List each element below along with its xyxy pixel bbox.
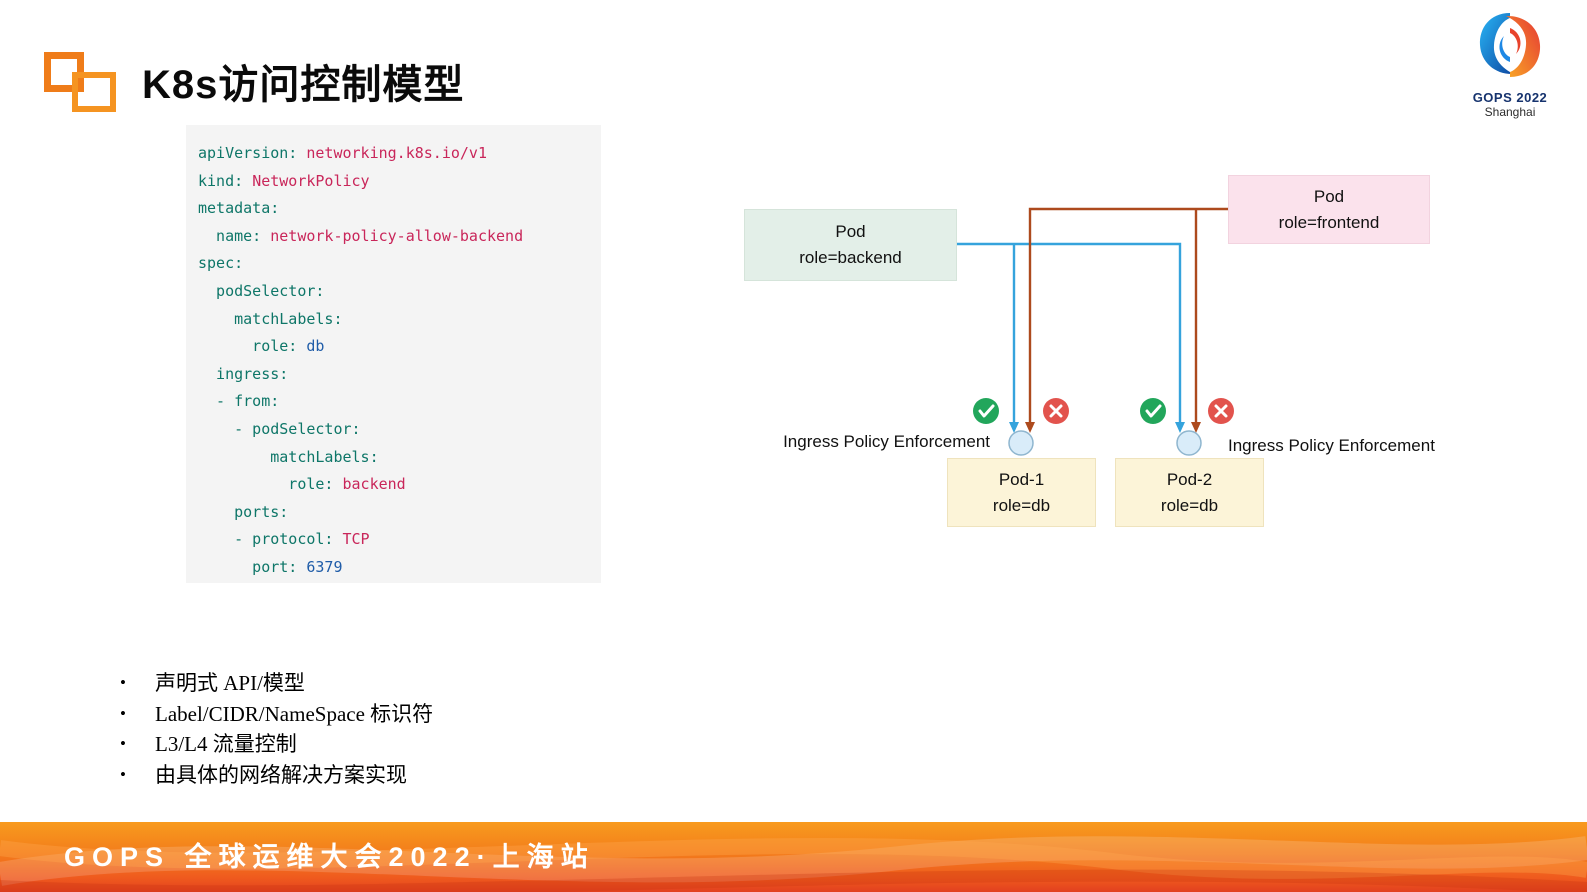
code-line: port: 6379	[198, 557, 343, 576]
code-line: metadata:	[198, 199, 280, 218]
gops-logo: GOPS 2022 Shanghai	[1458, 6, 1562, 119]
code-line: ingress:	[198, 364, 289, 383]
pod-2-box: Pod-2 role=db	[1115, 458, 1264, 527]
pod-role: role=backend	[799, 248, 902, 267]
pod-role: role=db	[992, 495, 1051, 515]
code-line: role: db	[198, 337, 325, 356]
pod-name: Pod-2	[1166, 469, 1213, 489]
enforcement-point-icon	[1176, 430, 1202, 456]
footer-wave-pattern	[0, 836, 1587, 892]
code-line: - protocol: TCP	[198, 530, 370, 549]
code-line: name: network-policy-allow-backend	[198, 226, 524, 245]
backend-flow-lines	[957, 242, 1185, 433]
footer-bar: GOPS 全球运维大会2022·上海站	[0, 822, 1587, 892]
enforcement-point-icon	[1008, 430, 1034, 456]
code-line: - from:	[198, 392, 280, 411]
deny-x-icon	[1208, 398, 1234, 424]
pod-1-box: Pod-1 role=db	[947, 458, 1096, 527]
gops-swirl-icon	[1479, 13, 1541, 78]
pod-name: Pod	[835, 222, 866, 241]
code-line: matchLabels:	[198, 309, 343, 328]
ingress-enforcement-label-left: Ingress Policy Enforcement	[783, 432, 990, 451]
pod-backend-box: Pod role=backend	[744, 209, 957, 281]
code-line: podSelector:	[198, 281, 325, 300]
logo-subtitle: Shanghai	[1484, 105, 1536, 119]
code-line: spec:	[198, 254, 244, 273]
code-line: matchLabels:	[198, 447, 379, 466]
pod-role: role=frontend	[1278, 212, 1380, 232]
yaml-code-block: apiVersion: networking.k8s.io/v1 kind: Ne…	[186, 125, 601, 583]
allow-check-icon	[1140, 398, 1166, 424]
page-title: K8s访问控制模型	[142, 63, 465, 107]
code-line: - podSelector:	[198, 419, 361, 438]
bullet-item: Label/CIDR/NameSpace 标识符	[118, 699, 433, 730]
code-line: ports:	[198, 502, 289, 521]
code-line: apiVersion: networking.k8s.io/v1	[198, 144, 487, 162]
allow-check-icon	[973, 398, 999, 424]
pod-role: role=db	[1160, 495, 1219, 515]
frontend-flow-lines	[1025, 207, 1228, 433]
footer-text: GOPS 全球运维大会2022·上海站	[64, 842, 595, 872]
ingress-enforcement-label-right: Ingress Policy Enforcement	[1228, 436, 1435, 455]
code-line: kind: NetworkPolicy	[198, 171, 370, 190]
overlapping-squares-icon	[44, 48, 122, 114]
pod-name: Pod-1	[998, 469, 1045, 489]
deny-x-icon	[1043, 398, 1069, 424]
bullet-item: 声明式 API/模型	[118, 668, 433, 699]
network-policy-diagram: Pod role=backend Pod role=frontend Pod-1…	[720, 130, 1480, 550]
square-outline-icon	[72, 72, 116, 112]
policy-flow-svg	[957, 207, 1234, 456]
pod-frontend-box: Pod role=frontend	[1228, 175, 1430, 244]
bullet-item: 由具体的网络解决方案实现	[118, 760, 433, 791]
bullet-item: L3/L4 流量控制	[118, 729, 433, 760]
yaml-code: apiVersion: networking.k8s.io/v1 kind: Ne…	[186, 125, 601, 582]
pod-name: Pod	[1313, 186, 1345, 206]
bullet-list: 声明式 API/模型Label/CIDR/NameSpace 标识符L3/L4 …	[118, 668, 433, 790]
code-line: role: backend	[198, 475, 406, 494]
logo-title: GOPS 2022	[1472, 90, 1548, 105]
